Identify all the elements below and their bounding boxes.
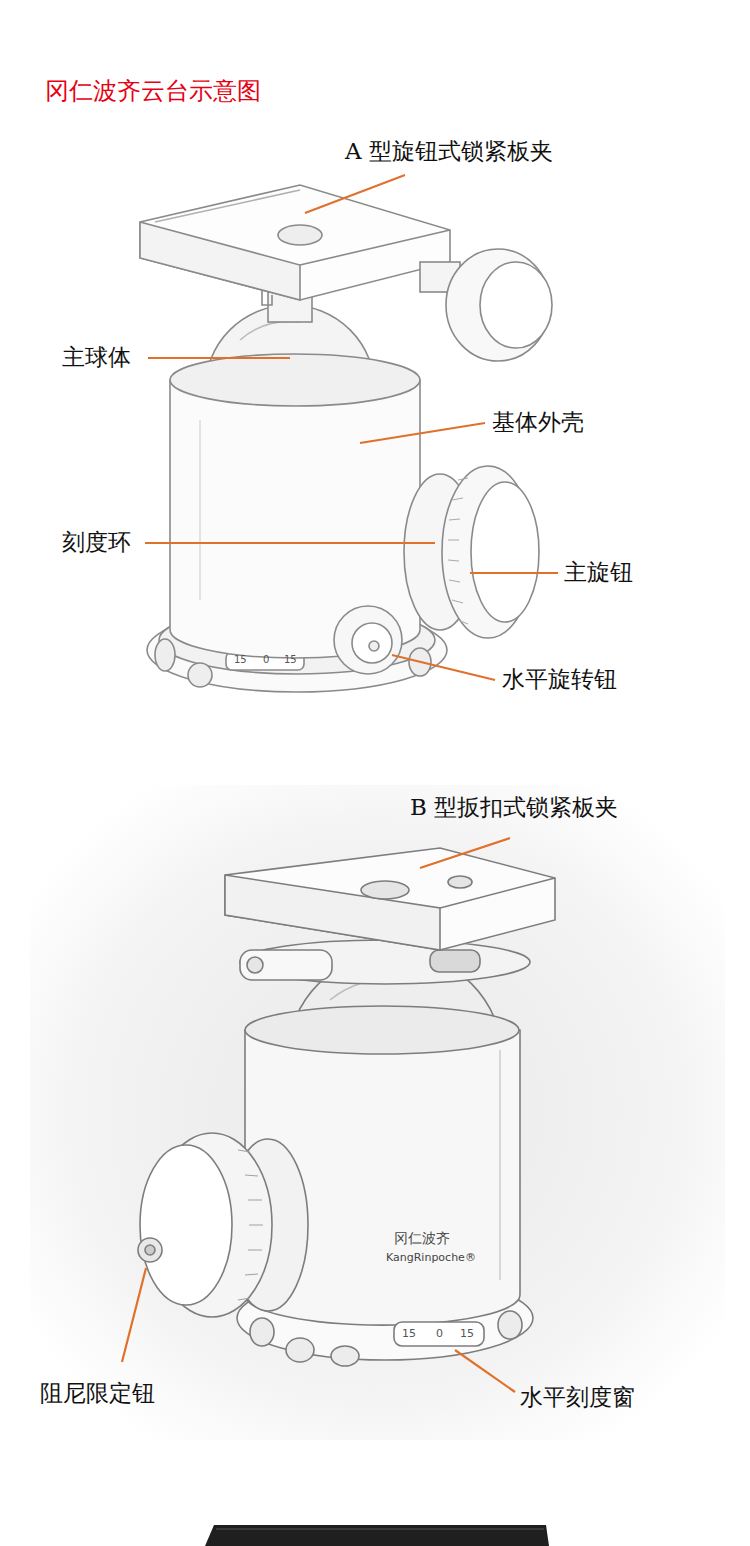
part-label: 水平旋转钮 xyxy=(502,666,617,694)
leader-line xyxy=(305,175,405,213)
part-label: 主球体 xyxy=(62,344,131,372)
scale-number: 15 xyxy=(460,1327,474,1340)
scale-number: 15 xyxy=(402,1327,416,1340)
next-photo-edge xyxy=(205,1525,549,1546)
scale-number: 0 xyxy=(263,654,269,666)
part-label: B 型扳扣式锁紧板夹 xyxy=(410,794,618,822)
scale-number: 15 xyxy=(234,654,247,666)
scale-number: 15 xyxy=(284,654,297,666)
next-photo-edge xyxy=(216,1529,544,1530)
leader-lines xyxy=(122,175,558,1392)
part-label: A 型旋钮式锁紧板夹 xyxy=(345,138,553,166)
part-label: 刻度环 xyxy=(62,529,131,557)
brand-mark: 冈仁波齐 xyxy=(394,1230,450,1247)
leader-line xyxy=(148,357,290,359)
part-label: 基体外壳 xyxy=(492,409,584,437)
ball-head-b xyxy=(138,848,555,1366)
leader-line xyxy=(392,655,495,680)
leader-line xyxy=(455,1350,515,1392)
leader-line xyxy=(145,542,435,544)
brand-mark: KangRinpoche® xyxy=(386,1251,476,1264)
scale-number: 0 xyxy=(436,1327,443,1340)
leader-line xyxy=(420,838,510,868)
leader-line xyxy=(470,572,558,574)
part-label: 水平刻度窗 xyxy=(520,1384,635,1412)
part-label: 主旋钮 xyxy=(564,559,633,587)
part-label: 阻尼限定钮 xyxy=(40,1380,155,1408)
photo-ground xyxy=(30,785,725,1440)
leader-line xyxy=(360,423,485,443)
leader-line xyxy=(122,1268,146,1362)
ball-head-a xyxy=(140,185,552,692)
diagram-title: 冈仁波齐云台示意图 xyxy=(45,77,261,106)
